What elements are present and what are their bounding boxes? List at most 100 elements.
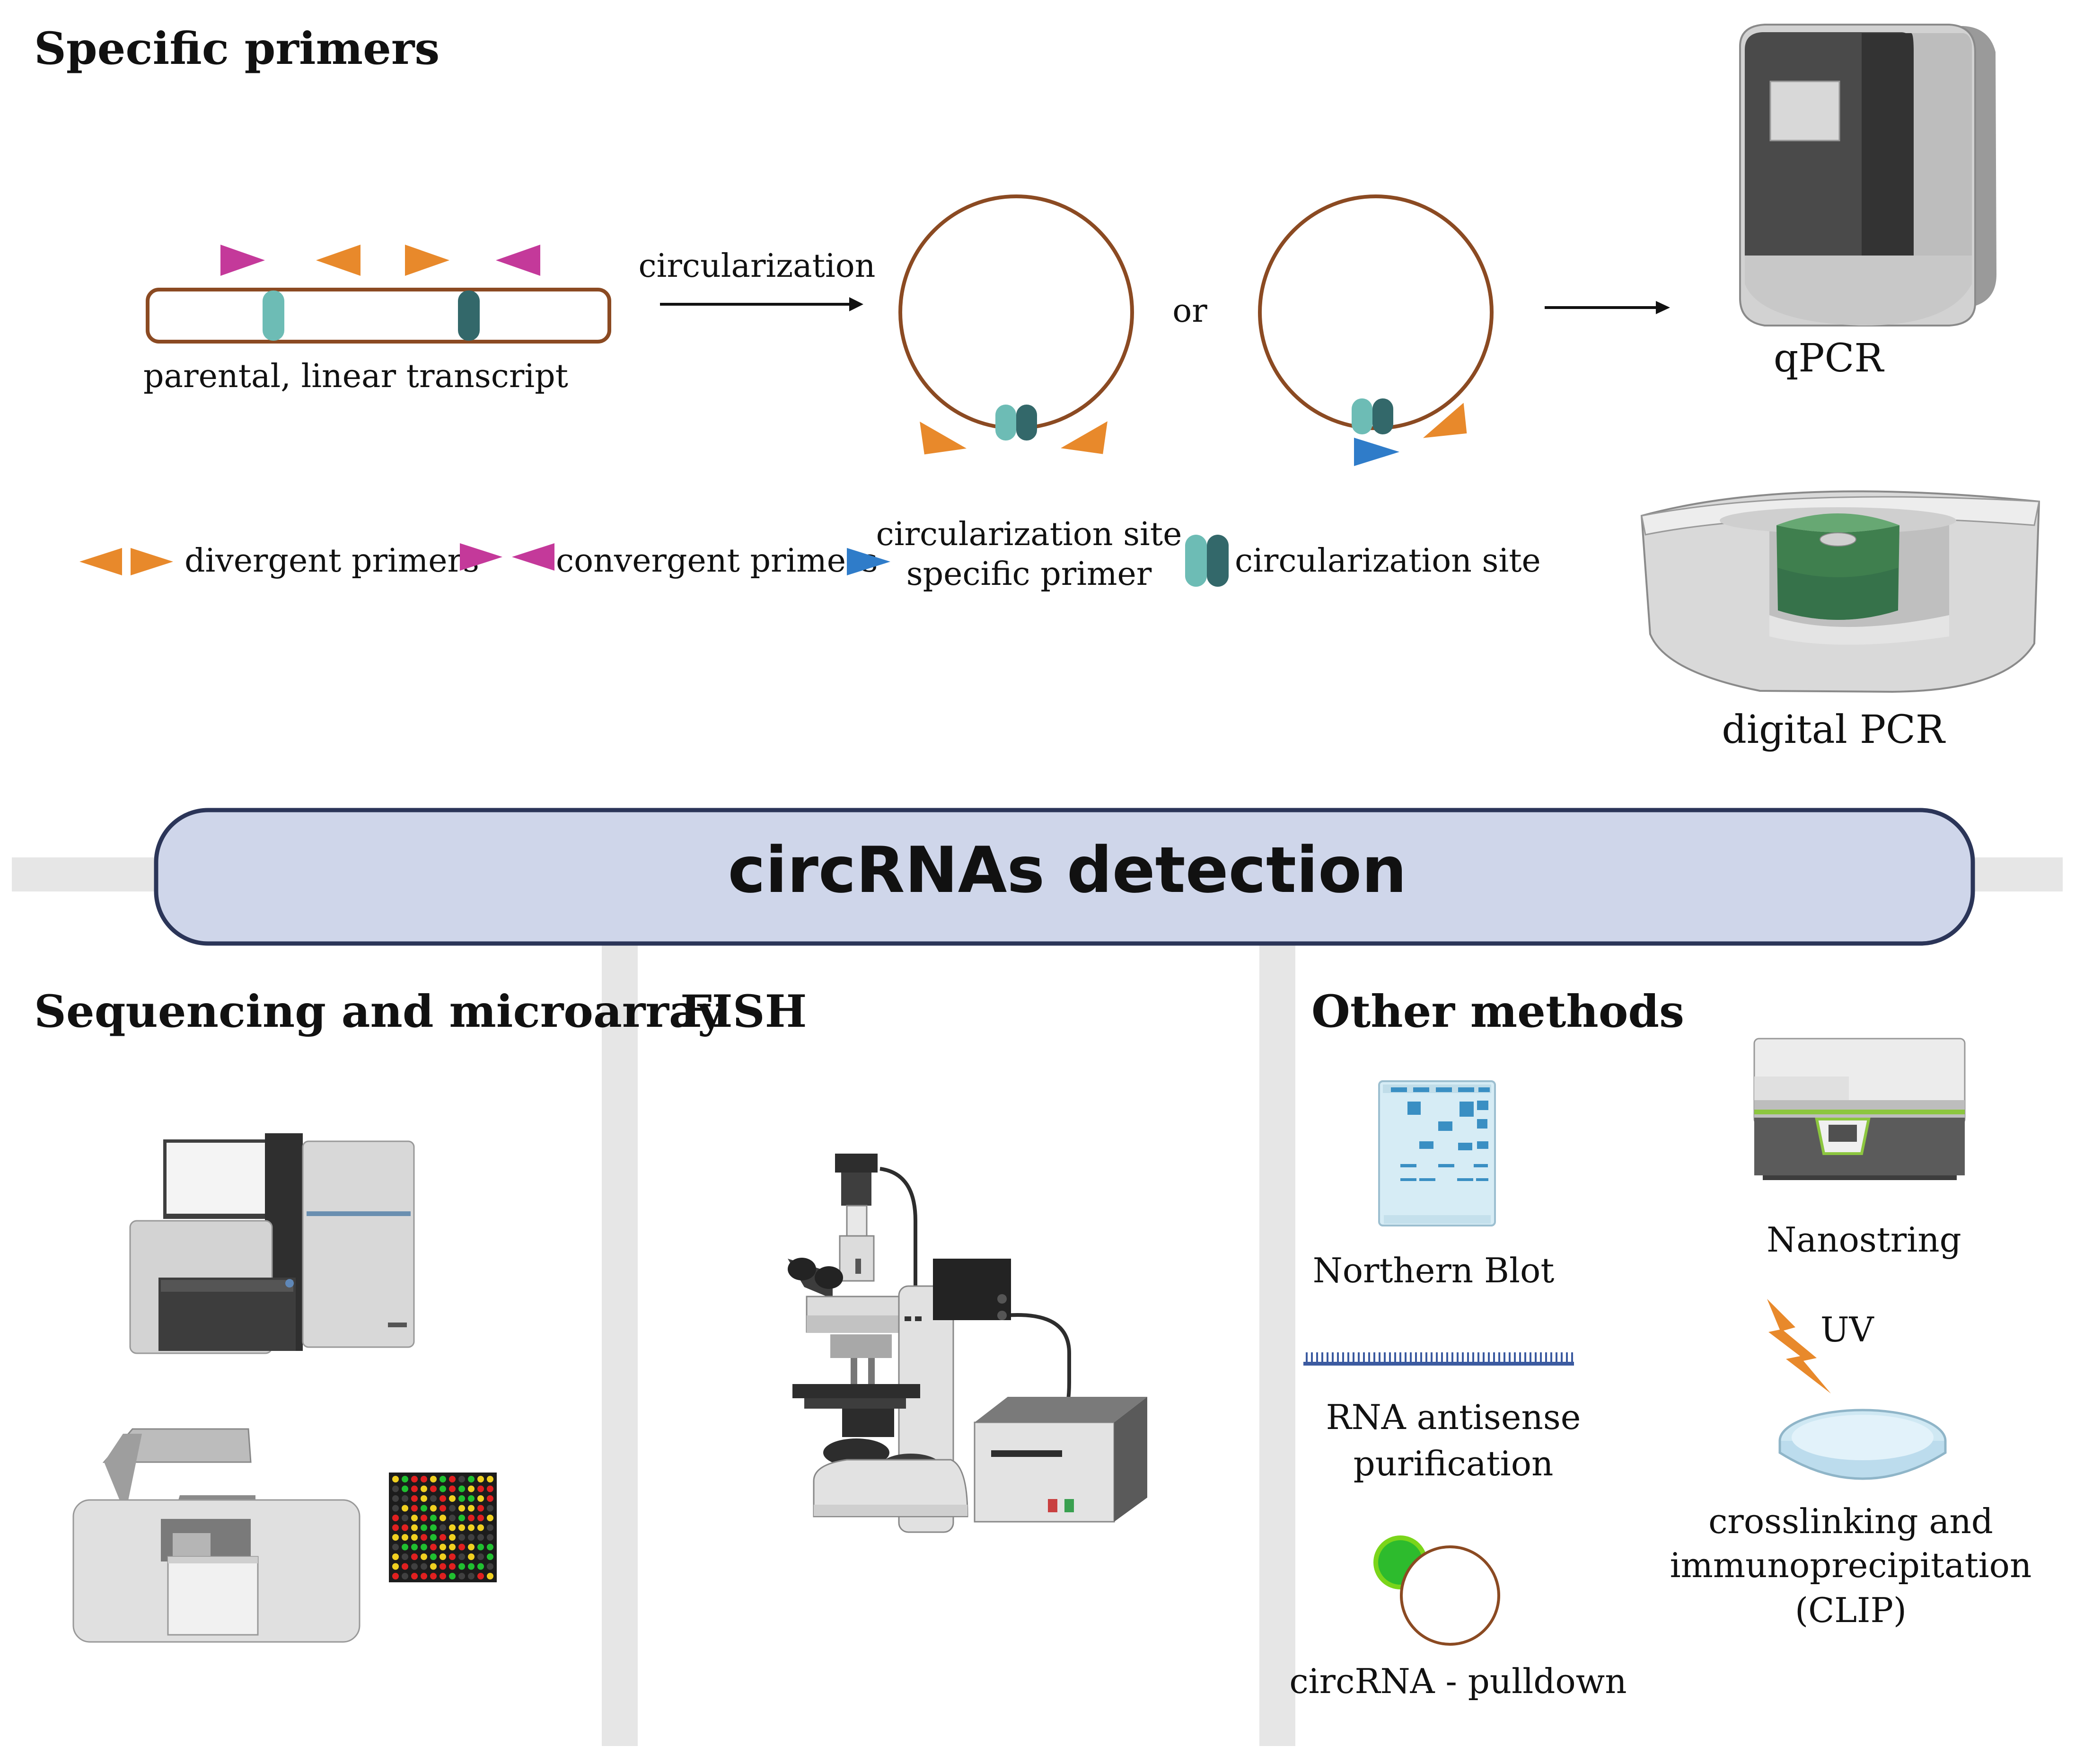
probe-tick — [1519, 1352, 1521, 1363]
probe-tick — [1425, 1352, 1427, 1363]
microarray-spot — [449, 1553, 456, 1560]
probe-tick — [1316, 1352, 1318, 1363]
microarray-spot — [440, 1485, 446, 1492]
legend-site-label: circularization site — [1235, 542, 1541, 580]
probe-tick — [1415, 1352, 1417, 1363]
microarray-spot — [402, 1505, 408, 1512]
microarray-spot — [458, 1544, 465, 1551]
probe-tick — [1321, 1352, 1323, 1363]
microarray-spot — [430, 1476, 437, 1482]
microarray-spot — [477, 1544, 484, 1551]
circrna-ring-1 — [898, 194, 1134, 430]
microarray-spot — [458, 1563, 465, 1570]
microarray-spot — [449, 1476, 456, 1482]
microarray-spot — [392, 1515, 399, 1521]
microarray-spot — [458, 1505, 465, 1512]
probe-tick — [1498, 1352, 1500, 1363]
circrna-divergent — [898, 194, 1134, 455]
microarray-spot — [402, 1485, 408, 1492]
microarray-spot — [449, 1524, 456, 1531]
probe-tick — [1431, 1352, 1433, 1363]
microarray-spot — [487, 1505, 493, 1512]
microarray-spot — [449, 1573, 456, 1579]
probe-tick — [1332, 1352, 1334, 1363]
microarray-spot — [392, 1476, 399, 1482]
microarray-spot — [458, 1515, 465, 1521]
legend-site-primer-line2: specific primer — [906, 556, 1152, 593]
microarray-spot — [411, 1476, 418, 1482]
probe-tick — [1306, 1352, 1308, 1363]
microarray-spot — [458, 1524, 465, 1531]
probe-tick — [1472, 1352, 1474, 1363]
microarray-spot — [458, 1534, 465, 1541]
circrna-site-specific — [1258, 194, 1494, 466]
pulldown-icon — [1373, 1535, 1500, 1646]
convergent-primer-right — [220, 245, 265, 276]
probe-tick — [1405, 1352, 1407, 1363]
probe-tick — [1353, 1352, 1354, 1363]
microarray-spot — [411, 1505, 418, 1512]
microarray-spot — [430, 1553, 437, 1560]
northern-blot-label: Northern Blot — [1313, 1251, 1555, 1290]
probe-tick — [1535, 1352, 1537, 1363]
microarray-spot — [402, 1515, 408, 1521]
microarray-spot — [430, 1515, 437, 1521]
microarray-spot — [477, 1534, 484, 1541]
microarray-spot — [392, 1495, 399, 1502]
probe-tick — [1358, 1352, 1360, 1363]
probe-tick — [1446, 1352, 1448, 1363]
probe-tick — [1436, 1352, 1438, 1363]
microarray-spot — [392, 1573, 399, 1579]
divergent-primer-left — [316, 245, 360, 276]
microarray-spot — [430, 1544, 437, 1551]
digital-pcr-label: digital PCR — [1722, 707, 1945, 752]
microarray-spot — [402, 1495, 408, 1502]
probe-tick — [1363, 1352, 1365, 1363]
microarray-spot — [402, 1553, 408, 1560]
microarray-spot — [402, 1563, 408, 1570]
circularization-arrowhead — [849, 297, 863, 311]
northern-blot-icon — [1378, 1080, 1496, 1226]
divergent-primer-circle-right — [1061, 421, 1108, 454]
microarray-spot — [440, 1553, 446, 1560]
microarray-scanner-icon — [72, 1428, 360, 1643]
microarray-spot — [468, 1476, 475, 1482]
microarray-spot — [411, 1544, 418, 1551]
microarray-spot — [430, 1505, 437, 1512]
site-dark-1 — [1016, 405, 1037, 441]
microarray-spot — [487, 1544, 493, 1551]
specific-primers-title: Specific primers — [34, 23, 440, 75]
microarray-spot — [440, 1476, 446, 1482]
microarray-spot — [421, 1505, 427, 1512]
microarray-spot — [421, 1534, 427, 1541]
probe-tick — [1556, 1352, 1557, 1363]
probe-tick — [1467, 1352, 1469, 1363]
microarray-spot — [458, 1476, 465, 1482]
microarray-spot — [468, 1534, 475, 1541]
microarray-spot — [440, 1563, 446, 1570]
microarray-spot — [421, 1476, 427, 1482]
probe-tick — [1441, 1352, 1443, 1363]
microarray-chip-icon — [389, 1473, 497, 1582]
microarray-spot — [468, 1563, 475, 1570]
microarray-spot — [458, 1485, 465, 1492]
microarray-spot — [392, 1485, 399, 1492]
microarray-spot — [411, 1573, 418, 1579]
probe-tick — [1410, 1352, 1412, 1363]
transcript-label: parental, linear transcript — [143, 358, 568, 395]
clip-label-line2: immunoprecipitation — [1670, 1545, 2032, 1585]
microarray-spot — [458, 1573, 465, 1579]
microarray-spot — [449, 1534, 456, 1541]
microarray-spot — [477, 1495, 484, 1502]
transcript-bar — [146, 288, 611, 344]
site-dark-2 — [1372, 398, 1393, 434]
probe-tick — [1389, 1352, 1391, 1363]
microarray-spot — [430, 1563, 437, 1570]
microarray-spot — [421, 1515, 427, 1521]
probe-tick — [1566, 1352, 1568, 1363]
microarray-spot — [392, 1505, 399, 1512]
microarray-spot — [402, 1534, 408, 1541]
microarray-spot — [392, 1563, 399, 1570]
uv-lightning-icon — [1767, 1299, 1831, 1394]
probe-tick — [1457, 1352, 1459, 1363]
